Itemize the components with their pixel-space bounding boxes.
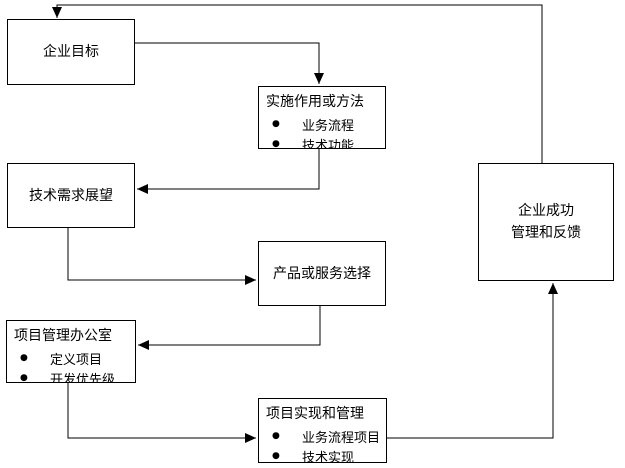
bullet-icon: ● bbox=[272, 118, 280, 129]
bullet-icon: ● bbox=[272, 450, 280, 461]
node-implementation-methods: 实施作用或方法 ● 业务流程 ● 技术功能 bbox=[258, 86, 386, 149]
edge-implementation-to-success bbox=[387, 283, 558, 439]
bullet-icon: ● bbox=[20, 372, 28, 383]
node-tech-requirements-outlook: 技术需求展望 bbox=[7, 163, 135, 228]
node-title: 项目实现和管理 bbox=[266, 406, 364, 422]
list-item: ● 技术功能 bbox=[266, 134, 379, 149]
edge-outlook-to-selection bbox=[67, 228, 256, 285]
edge-methods-to-outlook bbox=[137, 149, 320, 194]
list-item: ● 开发优先级 bbox=[14, 368, 129, 383]
node-pmo: 项目管理办公室 ● 定义项目 ● 开发优先级 bbox=[6, 320, 136, 383]
node-product-service-selection: 产品或服务选择 bbox=[258, 241, 386, 306]
edge-pmo-to-implementation bbox=[67, 383, 256, 443]
list-item-label: 技术实现 bbox=[302, 450, 355, 463]
edge-success-to-goals-feedback bbox=[52, 4, 543, 163]
list-item-label: 开发优先级 bbox=[50, 372, 116, 383]
bullet-icon: ● bbox=[20, 352, 28, 363]
node-enterprise-success: 企业成功 管理和反馈 bbox=[478, 163, 614, 281]
node-title: 技术需求展望 bbox=[29, 187, 113, 204]
node-title: 实施作用或方法 bbox=[266, 94, 364, 110]
edge-goals-to-methods bbox=[135, 42, 324, 84]
list-item-label: 技术功能 bbox=[302, 138, 355, 149]
list-item-label: 业务流程 bbox=[302, 118, 355, 134]
node-title-line-2: 管理和反馈 bbox=[511, 225, 581, 241]
node-title: 产品或服务选择 bbox=[273, 265, 371, 282]
node-title-line-1: 企业成功 bbox=[518, 203, 574, 219]
node-title: 项目管理办公室 bbox=[14, 328, 112, 344]
node-title: 企业目标 bbox=[43, 44, 99, 60]
node-project-implementation: 项目实现和管理 ● 业务流程项目 ● 技术实现 bbox=[258, 398, 387, 463]
list-item-label: 业务流程项目 bbox=[302, 430, 381, 446]
node-enterprise-goals: 企业目标 bbox=[7, 19, 135, 85]
list-item: ● 定义项目 bbox=[14, 348, 129, 368]
list-item: ● 业务流程 bbox=[266, 114, 379, 134]
list-item-label: 定义项目 bbox=[50, 352, 103, 368]
list-item: ● 技术实现 bbox=[266, 446, 380, 463]
edge-selection-to-pmo bbox=[138, 306, 321, 350]
bullet-icon: ● bbox=[272, 430, 280, 441]
bullet-icon: ● bbox=[272, 138, 280, 149]
list-item: ● 业务流程项目 bbox=[266, 426, 380, 446]
